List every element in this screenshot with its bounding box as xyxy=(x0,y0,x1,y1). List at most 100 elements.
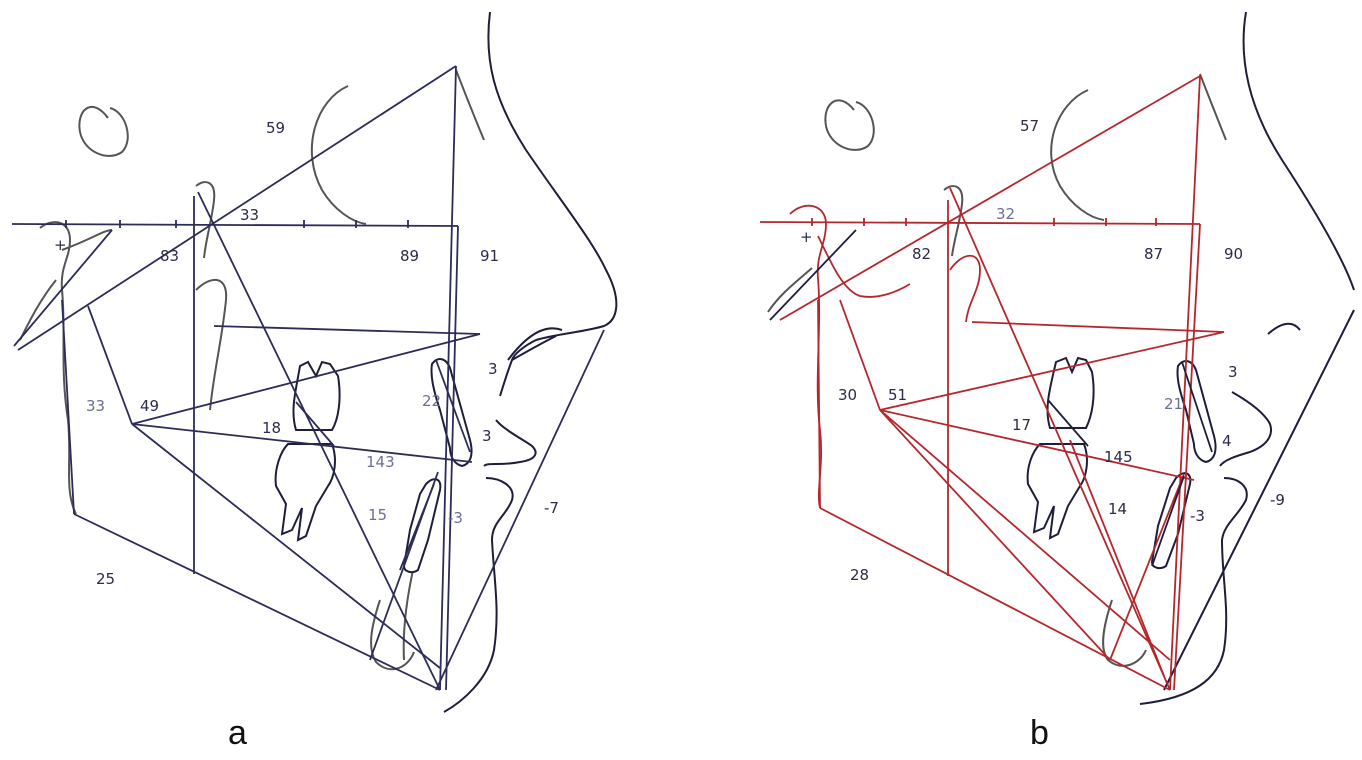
palate-curve xyxy=(949,254,981,323)
measurement-label: 33 xyxy=(240,206,259,224)
molar-axis xyxy=(295,401,335,447)
measurement-label: 28 xyxy=(850,566,869,584)
nasal-outline xyxy=(1199,73,1227,141)
panel-b-label: b xyxy=(1030,714,1049,752)
sella-gnathion xyxy=(197,191,441,691)
vertical-reference xyxy=(1173,223,1201,691)
measurement-label: 145 xyxy=(1104,448,1133,466)
measurement-label: 49 xyxy=(140,397,159,415)
sella-nasion-line xyxy=(17,65,457,351)
panel-a-lip-curve xyxy=(507,327,563,361)
panel-a-label: a xyxy=(228,714,247,752)
lower-molar xyxy=(274,443,336,542)
nasal-outline xyxy=(455,69,485,141)
ear-outline xyxy=(824,99,875,151)
mandibular-plane xyxy=(73,513,441,691)
palatal-line xyxy=(971,321,1225,333)
measurement-label: 89 xyxy=(400,247,419,265)
gonion-to-anterior-nasal xyxy=(131,333,481,425)
forehead-sinus-outline xyxy=(1050,89,1105,221)
palate-curve xyxy=(195,279,228,411)
palatal-line xyxy=(213,325,481,335)
frankfort-horizontal xyxy=(759,221,1201,225)
measurement-label: 18 xyxy=(262,419,281,437)
pharynx-line xyxy=(767,267,813,313)
symphysis-outline xyxy=(370,599,415,671)
measurement-label: 3 xyxy=(1228,363,1238,381)
sella-nasion-line xyxy=(779,75,1201,321)
panel-b: + 57 32 82 87 90 3 30 51 21 17 4 145 14 … xyxy=(759,11,1355,752)
nasion-perpendicular xyxy=(1169,75,1201,691)
condyle-outline xyxy=(39,221,77,515)
orbit-outline xyxy=(943,185,964,257)
incisor-axis-upper xyxy=(435,359,471,453)
ramus-line xyxy=(61,299,75,515)
panel-a-soft-tissue-profile xyxy=(443,11,618,713)
measurement-label: 15 xyxy=(368,506,387,524)
frankfort-horizontal xyxy=(11,223,459,227)
measurement-label: 30 xyxy=(838,386,857,404)
measurement-label: 59 xyxy=(266,119,285,137)
chin-tangent-2 xyxy=(1069,439,1165,677)
condyle-outline xyxy=(789,204,827,509)
measurement-label: 57 xyxy=(1020,117,1039,135)
molar-axis xyxy=(1047,399,1089,447)
upper-incisor xyxy=(430,358,473,468)
panel-a: + 59 33 83 89 91 3 33 49 22 18 3 143 15 … xyxy=(11,11,618,752)
ramus-shadow xyxy=(61,229,113,251)
incisor-axis-lower xyxy=(399,483,435,571)
measurement-label: 4 xyxy=(1222,432,1232,450)
pterygoid-to-incisor xyxy=(769,229,857,321)
measurement-label: 14 xyxy=(1108,500,1127,518)
facial-line xyxy=(435,329,605,691)
measurement-label: -3 xyxy=(448,509,463,527)
chin-tangent-1 xyxy=(1109,473,1185,661)
panel-b-soft-tissue-profile xyxy=(1139,11,1355,705)
symphysis-outline xyxy=(1102,599,1147,667)
measurement-label: 90 xyxy=(1224,245,1243,263)
panel-b-horizontal-ticks xyxy=(811,218,1157,226)
lower-incisor xyxy=(1150,472,1192,570)
panel-b-measurements: 57 32 82 87 90 3 30 51 21 17 4 145 14 -3… xyxy=(838,117,1285,584)
orbit-outline xyxy=(195,181,216,259)
ramus-tangent xyxy=(87,305,133,425)
panel-a-sella-marker: + xyxy=(54,236,67,254)
vertical-reference xyxy=(445,225,459,691)
panel-a-measurements: 59 33 83 89 91 3 33 49 22 18 3 143 15 -3… xyxy=(86,119,559,588)
measurement-label: 91 xyxy=(480,247,499,265)
pterygoid-to-incisor xyxy=(13,229,113,347)
ramus-line xyxy=(817,299,821,509)
panel-b-tracing-lines xyxy=(759,75,1225,691)
measurement-label: 51 xyxy=(888,386,907,404)
upper-molar xyxy=(1046,356,1095,429)
measurement-label: 143 xyxy=(366,453,395,471)
measurement-label: 3 xyxy=(488,360,498,378)
incisor-axis-lower xyxy=(1151,475,1185,567)
measurement-label: 32 xyxy=(996,205,1015,223)
measurement-label: 25 xyxy=(96,570,115,588)
measurement-label: 3 xyxy=(482,427,492,445)
panel-b-sella-marker: + xyxy=(800,228,813,246)
incisor-axis-upper xyxy=(1181,361,1213,453)
occlusal-plane xyxy=(879,409,1195,481)
ear-outline xyxy=(78,105,129,157)
sella-gnathion xyxy=(949,187,1171,691)
measurement-label: 21 xyxy=(1164,395,1183,413)
gonion-to-anterior-nasal xyxy=(879,331,1225,411)
lower-incisor xyxy=(402,478,442,574)
pharynx-line xyxy=(19,279,57,341)
gonial-to-menton xyxy=(131,423,441,669)
occlusal-plane xyxy=(131,423,473,463)
ramus-tangent xyxy=(839,299,881,411)
measurement-label: 17 xyxy=(1012,416,1031,434)
measurement-label: 33 xyxy=(86,397,105,415)
panel-b-anatomy xyxy=(767,73,1227,667)
nasion-perpendicular xyxy=(439,65,457,691)
measurement-label: -7 xyxy=(544,499,559,517)
panel-b-facial-line xyxy=(1163,309,1355,691)
panel-a-anatomy xyxy=(19,69,485,671)
measurement-label: 87 xyxy=(1144,245,1163,263)
measurement-label: -3 xyxy=(1190,507,1205,525)
gonion-to-pogonion xyxy=(879,409,1111,661)
